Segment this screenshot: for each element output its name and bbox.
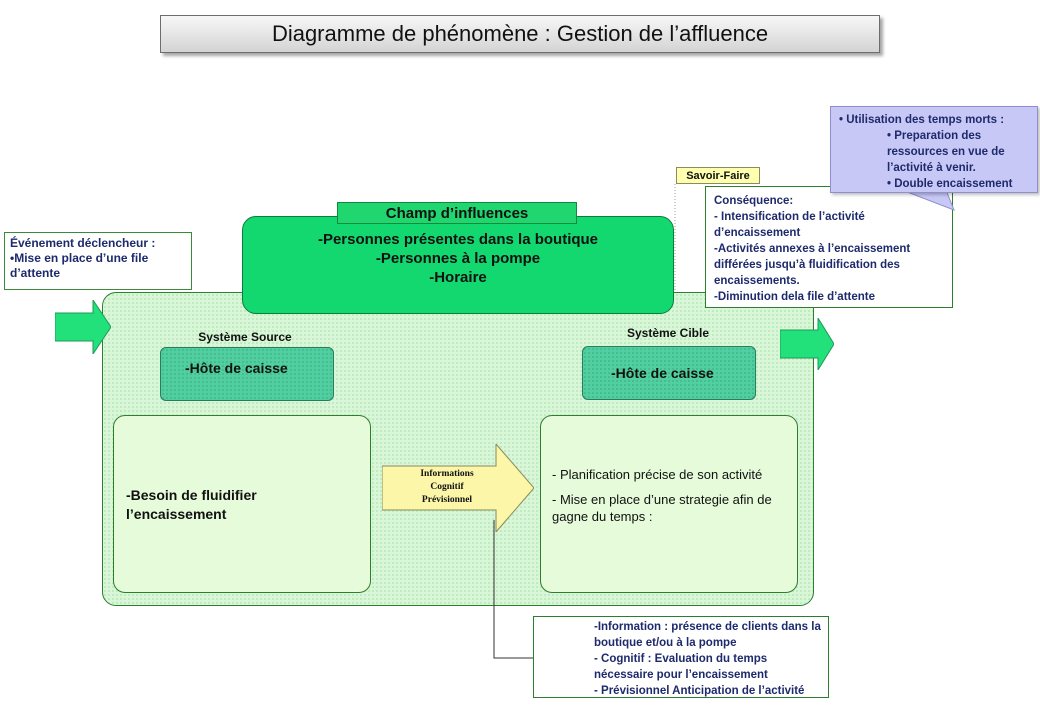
influence-list: -Personnes présentes dans la boutique -P… [242,230,674,287]
diagram-title: Diagramme de phénomène : Gestion de l’af… [160,15,880,53]
target-plan-panel [540,415,798,593]
consequence-title: Conséquence: [714,195,794,207]
plan-item: - Mise en place d’une strategie afin de … [552,492,772,524]
information-details-box: -Information : présence de clients dans … [533,616,829,698]
info-type: Informations [420,469,474,479]
input-arrow [55,300,111,354]
influence-item: -Horaire [429,269,487,286]
source-need-text: -Besoin de fluidifier l’encaissement [126,487,257,522]
info-detail: -Information : présence de clients dans … [594,621,821,649]
consequence-item: -Diminution dela file d’attente [714,291,876,303]
callout-tail [901,190,955,211]
output-arrow [780,318,834,370]
callout-item: • Preparation des ressources en vue de l… [887,130,1005,174]
info-type: Cognitif [430,482,464,492]
info-detail: - Prévisionnel Anticipation de l’activit… [594,685,805,697]
target-system-label: Système Cible [626,326,710,340]
influence-field [242,216,674,314]
target-host-text: -Hôte de caisse [611,365,714,381]
influence-label: Champ d’influences [337,202,577,224]
info-detail: - Cognitif : Evaluation du temps nécessa… [594,653,768,681]
info-connector [493,520,534,659]
savoir-connector [674,184,676,292]
trigger-event-text: •Mise en place d’une file d’attente [10,251,149,280]
source-need-panel [113,415,371,593]
information-arrow [382,444,534,532]
consequence-item: - Intensification de l’activité d’encais… [714,211,865,239]
influence-item: -Personnes à la pompe [375,250,541,267]
influence-item: -Personnes présentes dans la boutique [317,231,599,248]
info-type: Prévisionnel [421,495,473,505]
target-plan-text: - Planification précise de son activité … [552,466,792,533]
source-host-text: -Hôte de caisse [185,360,288,376]
callout-item: • Double encaissement [887,178,1013,190]
source-system-label: Système Source [198,330,292,344]
idle-time-callout: • Utilisation des temps morts : • Prepar… [830,106,1038,193]
trigger-event-title: Événement déclencheur : [10,236,156,250]
source-host-box: -Hôte de caisse [160,347,334,401]
callout-title: • Utilisation des temps morts : [839,114,1005,126]
target-host-box: -Hôte de caisse [582,346,756,400]
plan-item: - Planification précise de son activité [552,467,763,482]
information-arrow-text: Informations Cognitif Prévisionnel [388,468,506,507]
consequence-box: Conséquence: - Intensification de l’acti… [705,186,953,308]
trigger-event-box: Événement déclencheur : •Mise en place d… [4,232,192,290]
consequence-item: -Activités annexes à l’encaissement diff… [714,243,911,287]
savoir-faire-label: Savoir-Faire [676,167,760,184]
